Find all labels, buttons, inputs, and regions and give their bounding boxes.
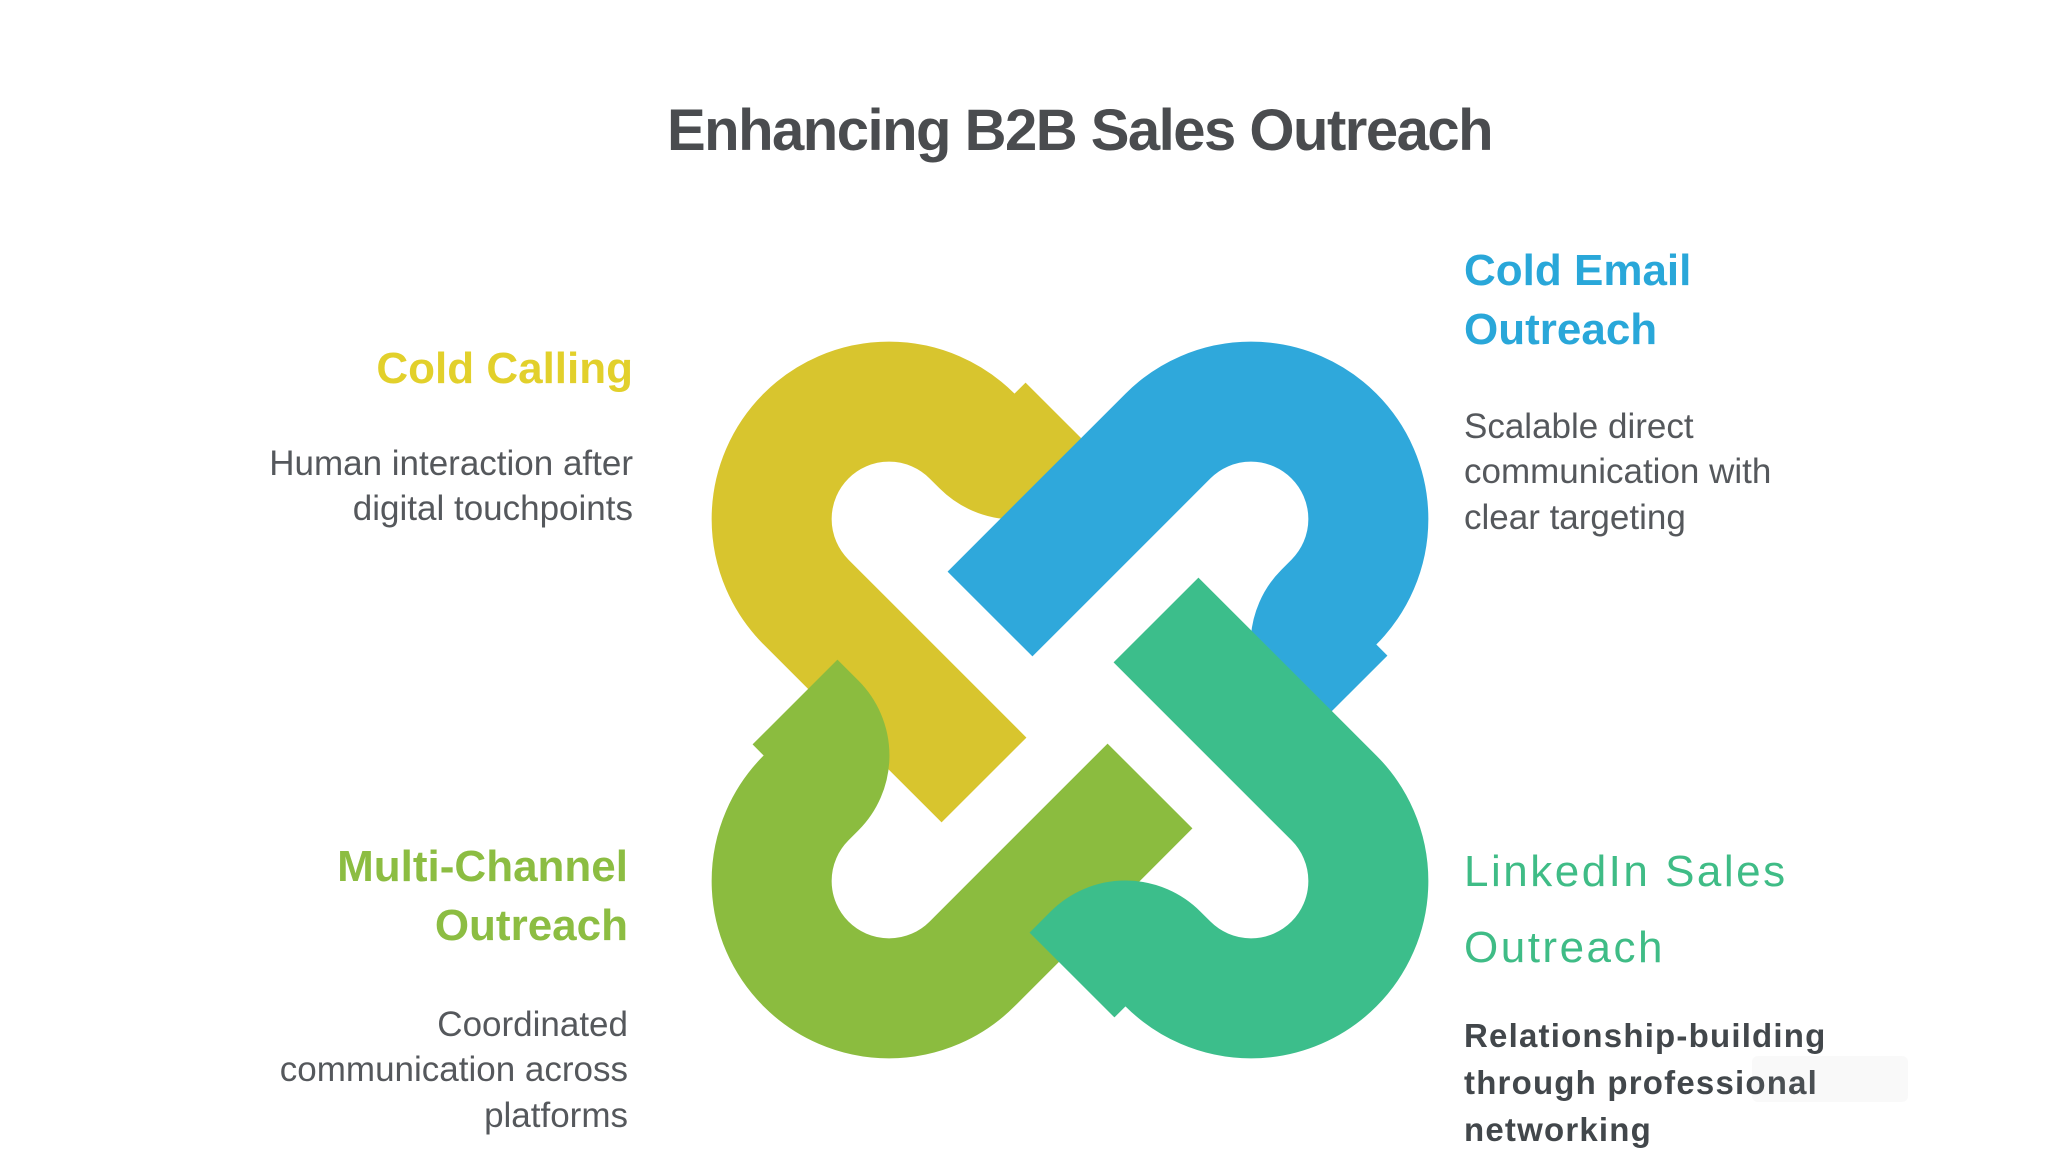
cold-email-description: Scalable direct communication with clear…: [1464, 406, 1772, 537]
multi-channel-description: Coordinated communication across platfor…: [279, 1004, 628, 1135]
quadrant-multi-channel: Multi-Channel Outreach Coordinated commu…: [68, 820, 628, 1152]
quadrant-cold-calling: Cold Calling Human interaction after dig…: [73, 322, 633, 550]
knot-piece-cold-calling-icon: [711, 341, 1111, 823]
knot-svg: [711, 341, 1429, 1059]
quadrant-cold-email: Cold Email Outreach Scalable direct comm…: [1464, 224, 1934, 558]
knot-piece-cold-email-icon: [947, 341, 1429, 741]
multi-channel-heading: Multi-Channel Outreach: [337, 842, 628, 950]
linkedin-heading: LinkedIn Sales Outreach: [1464, 847, 1788, 972]
knot-piece-linkedin-icon: [1029, 577, 1429, 1059]
watermark: [1752, 1056, 1908, 1102]
knot-piece-multi-channel-icon: [711, 659, 1193, 1059]
page-title: Enhancing B2B Sales Outreach: [667, 97, 1494, 163]
quadrant-linkedin: LinkedIn Sales Outreach Relationship-bui…: [1464, 816, 1944, 1152]
cold-email-heading: Cold Email Outreach: [1464, 246, 1692, 354]
cold-calling-heading: Cold Calling: [376, 344, 633, 393]
knot-graphic: [700, 330, 1440, 1070]
linkedin-description: Relationship-building through profession…: [1464, 1017, 1827, 1149]
cold-calling-description: Human interaction after digital touchpoi…: [269, 443, 633, 529]
